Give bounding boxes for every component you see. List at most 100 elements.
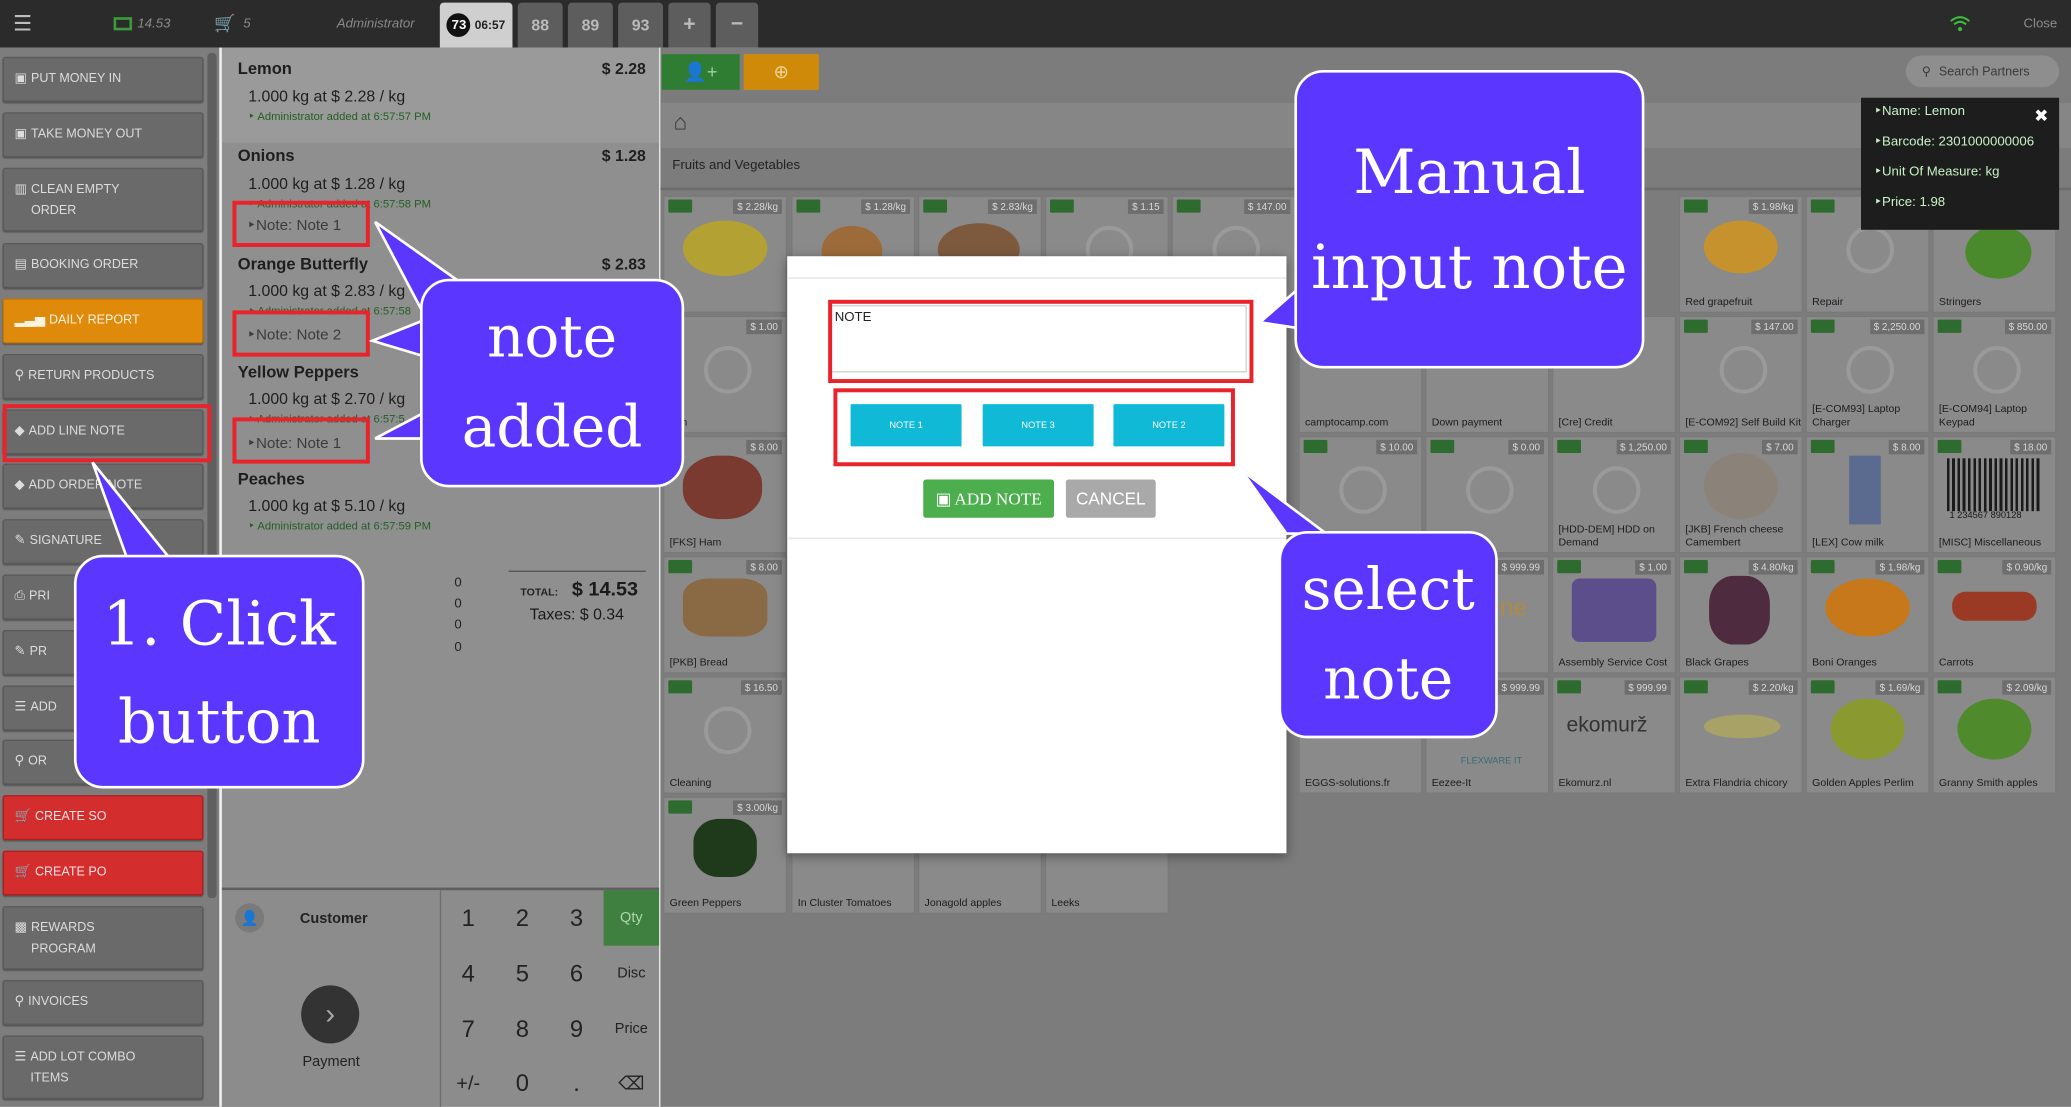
note-1-button[interactable]: NOTE 1 <box>850 404 962 447</box>
close-icon[interactable]: ✖ <box>2034 105 2049 126</box>
payment-button[interactable]: Payment <box>302 1053 360 1070</box>
create-so-button[interactable]: 🛒CREATE SO <box>2 795 204 841</box>
order-tab-93[interactable]: 93 <box>618 2 664 48</box>
product-tile[interactable]: $ 7.00[JKB] French cheese Camembert <box>1678 435 1803 554</box>
add-note-button[interactable]: ▣ADD NOTE <box>923 479 1054 518</box>
search-partners-input[interactable]: ⚲ Search Partners <box>1905 55 2060 88</box>
create-po-button[interactable]: 🛒CREATE PO <box>2 850 204 896</box>
product-tile[interactable]: $ 2,250.00[E-COM93] Laptop Charger <box>1805 315 1930 434</box>
add-product-button[interactable]: ⊕ <box>743 54 819 90</box>
invoices-button[interactable]: ⚲INVOICES <box>2 980 204 1025</box>
order-line[interactable]: Lemon $ 2.28 1.000 kg at $ 2.28 / kg ‣ A… <box>221 47 660 143</box>
key-1[interactable]: 1 <box>461 904 475 931</box>
note-3-button[interactable]: NOTE 3 <box>982 404 1094 447</box>
left-scrollbar[interactable] <box>207 52 217 899</box>
order-tab-73[interactable]: 73 06:57 <box>439 2 513 48</box>
mode-disc[interactable]: Disc <box>617 965 646 982</box>
tile-price: $ 4.80/kg <box>1748 560 1798 575</box>
product-tile[interactable]: $ 1,250.00[HDD-DEM] HDD on Demand <box>1551 435 1677 554</box>
key-3[interactable]: 3 <box>569 904 584 931</box>
customer-button[interactable]: Customer <box>299 911 368 928</box>
note-2-button[interactable]: NOTE 2 <box>1113 404 1225 447</box>
money-icon: ▣ <box>14 71 28 86</box>
highlight-note-3 <box>232 417 370 464</box>
cancel-button[interactable]: CANCEL <box>1065 479 1156 518</box>
product-tile[interactable]: $ 8.00[LEX] Cow milk <box>1805 435 1930 554</box>
key-dot[interactable]: . <box>573 1069 580 1096</box>
rewards-program-button[interactable]: ▩REWARDS PROGRAM <box>2 906 204 970</box>
key-4[interactable]: 4 <box>461 959 475 986</box>
remove-order-button[interactable]: − <box>715 2 759 48</box>
close-button[interactable]: Close <box>2023 16 2058 32</box>
key-2[interactable]: 2 <box>515 904 529 931</box>
tag-icon <box>668 560 693 574</box>
take-money-out-button[interactable]: ▣TAKE MONEY OUT <box>2 112 204 158</box>
return-products-button[interactable]: ⚲RETURN PRODUCTS <box>2 353 204 399</box>
tile-name: [E-COM93] Laptop Charger <box>1812 402 1901 428</box>
daily-report-button[interactable]: ▂▃▅DAILY REPORT <box>2 298 204 344</box>
product-tile[interactable]: $ 8.00[PKB] Bread <box>663 556 788 674</box>
oranges-image <box>1825 578 1910 637</box>
key-5[interactable]: 5 <box>515 959 529 986</box>
booking-order-button[interactable]: ▤BOOKING ORDER <box>2 243 204 288</box>
order-line[interactable]: Peaches 1.000 kg at $ 5.10 / kg ‣ Admini… <box>222 470 659 536</box>
product-tile[interactable]: $ 2.83/kg <box>917 195 1043 314</box>
clean-empty-order-button[interactable]: ▥CLEAN EMPTY ORDER <box>2 167 204 232</box>
golden-apples-image <box>1830 698 1905 760</box>
hamburger-icon[interactable]: ☰ <box>13 13 33 36</box>
tile-name: [FKS] Ham <box>669 536 722 549</box>
key-9[interactable]: 9 <box>569 1015 584 1042</box>
tile-price: $ 2.83/kg <box>988 199 1037 214</box>
mode-price[interactable]: Price <box>614 1020 648 1037</box>
order-line[interactable]: Orange Butterfly $ 2.83 1.000 kg at $ 2.… <box>222 254 659 362</box>
tile-price: $ 16.50 <box>740 680 782 695</box>
add-order-note-button[interactable]: ◆ADD ORDER NOTE <box>2 463 204 509</box>
payment-arrow-icon[interactable]: › <box>301 985 360 1044</box>
key-0[interactable]: 0 <box>515 1069 529 1096</box>
product-tile[interactable]: $ 147.00[E-COM92] Self Build Kit <box>1678 315 1803 434</box>
tag-icon <box>1810 319 1835 333</box>
product-tile[interactable]: $ 850.00[E-COM94] Laptop Keypad <box>1932 315 2057 434</box>
order-tab-88[interactable]: 88 <box>517 2 563 48</box>
add-order-button[interactable]: + <box>668 2 711 48</box>
product-tile[interactable]: $ 2.28/kg <box>663 195 788 314</box>
note-placeholder: NOTE <box>834 310 872 325</box>
add-lot-combo-items-button[interactable]: ☰ADD LOT COMBO ITEMS <box>2 1035 204 1099</box>
order-tab-89[interactable]: 89 <box>567 2 613 48</box>
tile-price: $ 1.00 <box>746 319 782 335</box>
add-line-note-button[interactable]: ◆ADD LINE NOTE <box>2 409 204 455</box>
summary-zero: 0 <box>454 640 462 656</box>
breadcrumb[interactable]: Fruits and Vegetables <box>672 158 801 174</box>
key-6[interactable]: 6 <box>569 959 584 986</box>
grapes-image <box>1709 575 1770 645</box>
callout-select-note: select note <box>1278 530 1498 739</box>
tooltip-price: ‣Price: 1.98 <box>1874 195 1946 211</box>
button-label: CREATE PO <box>34 865 107 880</box>
camera-icon <box>1592 466 1641 514</box>
add-customer-button[interactable]: 👤+ <box>661 54 740 90</box>
key-8[interactable]: 8 <box>515 1015 529 1042</box>
user-name[interactable]: Administrator <box>336 16 415 32</box>
tag-icon <box>1303 439 1328 454</box>
note-textarea[interactable]: NOTE <box>830 305 1247 373</box>
cash-amount: 14.53 <box>137 16 171 32</box>
home-icon[interactable]: ⌂ <box>673 109 688 135</box>
backspace-icon[interactable]: ⌫ <box>618 1071 645 1093</box>
mode-qty[interactable]: Qty <box>603 890 660 946</box>
key-7[interactable]: 7 <box>461 1015 475 1042</box>
highlight-textarea <box>828 299 1254 384</box>
put-money-in-button[interactable]: ▣PUT MONEY IN <box>2 56 204 102</box>
key-plus-minus[interactable]: +/- <box>456 1071 481 1095</box>
